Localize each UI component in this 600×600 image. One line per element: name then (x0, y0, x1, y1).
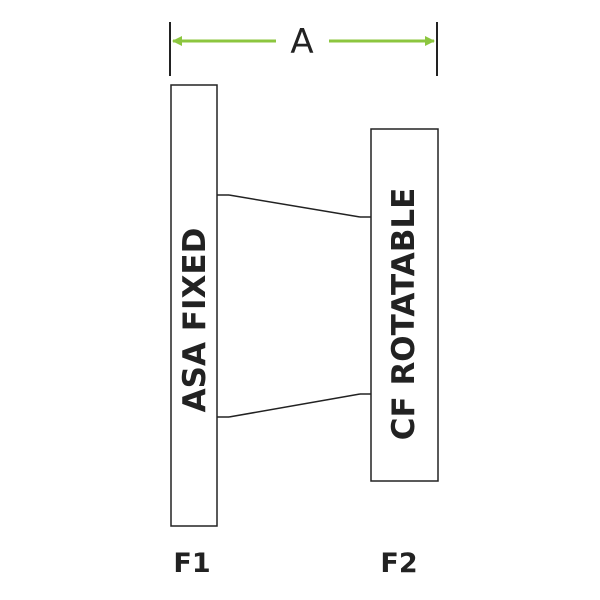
tube-line-top-taper (228, 194, 361, 218)
dimension-label: A (290, 22, 313, 62)
flange-rotatable (370, 128, 439, 482)
flange-rotatable-label: CF ROTATABLE (386, 188, 422, 441)
flange-fixed-label: ASA FIXED (177, 228, 213, 413)
end-label-f1: F1 (173, 548, 210, 579)
flange-fixed (170, 84, 218, 527)
end-label-f2: F2 (380, 548, 417, 579)
tube-line-bottom-taper (228, 393, 361, 418)
